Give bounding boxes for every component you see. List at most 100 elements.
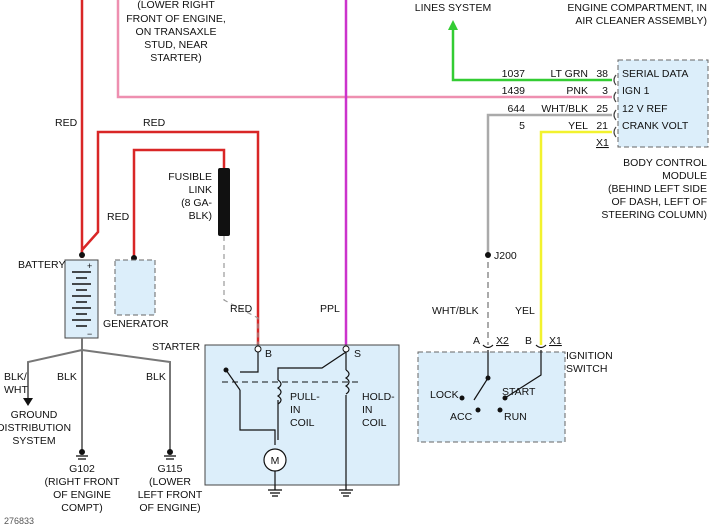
footer-id: 276833 xyxy=(4,516,34,526)
starter-internal-wiring xyxy=(225,351,347,485)
starter-switch-contact xyxy=(223,367,229,373)
pull-in-coil-line3: COIL xyxy=(290,417,315,429)
fusible-link-line2: LINK xyxy=(189,184,212,196)
g115-dot xyxy=(167,449,173,455)
bcm-pin-circuit: 5 xyxy=(519,120,525,132)
bcm-pin-pin: 21 xyxy=(596,120,608,132)
g102-line1: G102 xyxy=(69,463,95,475)
lines-system-arrow-icon xyxy=(448,20,458,30)
lock-label: LOCK xyxy=(430,389,459,401)
g102-line4: COMPT) xyxy=(61,502,102,514)
acc-label: ACC xyxy=(450,411,473,423)
g102-dot xyxy=(79,449,85,455)
hold-in-coil-line2: IN xyxy=(362,404,373,416)
bcm-pin-name: SERIAL DATA xyxy=(622,68,688,80)
blk-wht-line2: WHT xyxy=(4,384,28,396)
engine-compartment-line1: ENGINE COMPARTMENT, IN xyxy=(567,2,707,14)
fusible-link-line1: FUSIBLE xyxy=(168,171,212,183)
hold-in-coil-icon xyxy=(344,369,350,395)
ground-distribution-line1: GROUND xyxy=(11,409,58,421)
motor-label: M xyxy=(271,455,280,467)
pull-in-coil-icon xyxy=(276,379,282,405)
g115-line4: OF ENGINE) xyxy=(139,502,200,514)
gray-12v-ref-wire xyxy=(486,113,612,255)
j200-label: J200 xyxy=(494,250,517,262)
battery-box xyxy=(64,259,99,339)
bcm-title-line1: BODY CONTROL xyxy=(623,157,707,169)
starter-s-label: S xyxy=(354,348,361,360)
bcm-pin-color-label: PNK xyxy=(566,85,588,97)
red-wire-battery-main xyxy=(80,0,260,345)
hold-in-coil-line1: HOLD- xyxy=(362,391,395,403)
pull-in-coil-line1: PULL- xyxy=(290,391,320,403)
bcm-pin-color-label: YEL xyxy=(568,120,588,132)
fusible-link xyxy=(218,168,230,236)
bcm-title-line5: STEERING COLUMN) xyxy=(601,209,707,221)
engine-compartment-line2: AIR CLEANER ASSEMBLY) xyxy=(575,15,707,27)
ign-a-label: A xyxy=(473,335,480,347)
starter-s-terminal xyxy=(342,345,350,353)
bcm-pin-pin: 3 xyxy=(602,85,608,97)
bcm-pin-pin: 38 xyxy=(596,68,608,80)
chassis-ground-symbols xyxy=(76,455,176,460)
run-label: RUN xyxy=(504,411,527,423)
g115-line3: LEFT FRONT xyxy=(138,489,203,501)
ignition-switch-line1: IGNITION xyxy=(566,350,613,362)
j200-splice xyxy=(485,252,491,258)
bcm-title-line4: OF DASH, LEFT OF xyxy=(612,196,707,208)
bcm-pin-color-label: WHT/BLK xyxy=(541,103,588,115)
starter-mount-note-line5: STARTER) xyxy=(150,52,202,64)
ground-wires xyxy=(27,338,171,452)
ignition-switch-line2: SWITCH xyxy=(566,363,607,375)
ground-distribution-line3: SYSTEM xyxy=(12,435,55,447)
pull-in-coil-line2: IN xyxy=(290,404,301,416)
yellow-crank-volt-wire xyxy=(539,130,612,345)
ign-x2-label: X2 xyxy=(496,335,509,347)
red-wire-generator xyxy=(132,148,226,258)
blk-label-1: BLK xyxy=(57,371,77,383)
starter-mount-note-line3: ON TRANSAXLE xyxy=(136,26,217,38)
bcm-pin-circuit: 1037 xyxy=(502,68,526,80)
ign-x1-label: X1 xyxy=(549,335,562,347)
ign-contact-run xyxy=(497,407,503,413)
starter-b-label: B xyxy=(265,348,272,360)
lines-system-label: LINES SYSTEM xyxy=(415,2,491,14)
starter-label: STARTER xyxy=(152,341,200,353)
wht-blk-label: WHT/BLK xyxy=(432,305,479,317)
pink-ign1-wire xyxy=(116,0,612,99)
generator-box xyxy=(114,259,156,316)
green-serial-data-wire xyxy=(451,30,612,82)
ground-distribution-arrow-icon xyxy=(23,398,33,406)
fusible-link-dash xyxy=(223,236,259,345)
ign-contact-acc xyxy=(475,407,481,413)
battery-label: BATTERY xyxy=(18,259,65,271)
bcm-pin-color-label: LT GRN xyxy=(550,68,588,80)
battery-minus-icon: − xyxy=(87,329,92,339)
bcm-pin-name: IGN 1 xyxy=(622,85,650,97)
g115-line2: (LOWER xyxy=(149,476,191,488)
red-top-label: RED xyxy=(143,117,166,129)
battery-cells-icon xyxy=(72,271,91,327)
bcm-pin-circuit: 1439 xyxy=(502,85,526,97)
starter-mount-note-line1: (LOWER RIGHT xyxy=(137,0,215,11)
junction-dot-battery xyxy=(79,252,85,258)
blk-wht-line1: BLK/ xyxy=(4,371,27,383)
battery-plus-icon: + xyxy=(87,261,92,271)
yel-label: YEL xyxy=(515,305,535,317)
starter-mount-note-line4: STUD, NEAR xyxy=(144,39,208,51)
red-starter-label: RED xyxy=(230,303,253,315)
fusible-link-line3: (8 GA- xyxy=(181,197,212,209)
generator-label: GENERATOR xyxy=(103,318,169,330)
bcm-title-line2: MODULE xyxy=(662,170,707,182)
ign-b-label: B xyxy=(525,335,532,347)
bcm-pin-name: 12 V REF xyxy=(622,103,668,115)
g102-line3: OF ENGINE xyxy=(53,489,111,501)
bcm-box xyxy=(617,59,709,148)
g102-line2: (RIGHT FRONT xyxy=(44,476,120,488)
blk-label-2: BLK xyxy=(146,371,166,383)
fusible-link-line4: BLK) xyxy=(189,210,212,222)
bcm-x1-label: X1 xyxy=(596,137,609,149)
